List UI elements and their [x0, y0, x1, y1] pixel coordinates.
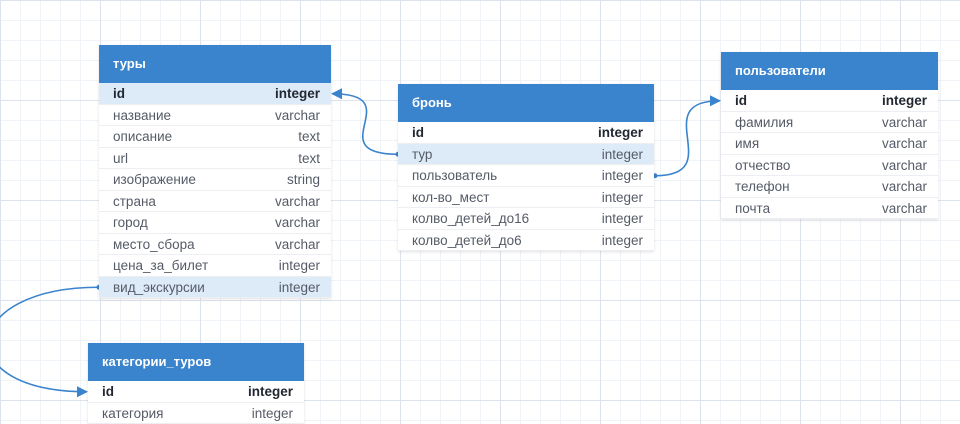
column-row[interactable]: цена_за_билет integer: [99, 255, 331, 277]
column-row[interactable]: id integer: [88, 381, 304, 403]
column-name: категория: [102, 403, 163, 424]
column-type: integer: [602, 165, 643, 186]
column-name: фамилия: [735, 112, 793, 133]
column-name: место_сбора: [113, 234, 195, 255]
column-row[interactable]: название varchar: [99, 105, 331, 127]
table-rows-tury: id integer название varchar описание text url t…: [99, 83, 331, 298]
table-tury[interactable]: туры id integer название varchar описание tex…: [99, 45, 331, 298]
column-row[interactable]: имя varchar: [721, 133, 938, 155]
column-type: integer: [602, 144, 643, 165]
column-type: varchar: [882, 112, 927, 133]
column-row[interactable]: страна varchar: [99, 191, 331, 213]
column-type: integer: [602, 208, 643, 229]
column-type: varchar: [882, 155, 927, 176]
column-name: id: [412, 122, 424, 143]
column-row[interactable]: id integer: [721, 90, 938, 112]
column-name: телефон: [735, 176, 790, 197]
column-type: varchar: [275, 234, 320, 255]
column-row[interactable]: город varchar: [99, 212, 331, 234]
column-type: integer: [598, 122, 643, 143]
column-row[interactable]: id integer: [398, 122, 654, 144]
table-header-polzovateli[interactable]: пользователи: [721, 52, 938, 90]
column-type: integer: [882, 90, 927, 111]
column-name: отчество: [735, 155, 790, 176]
column-row[interactable]: тур integer: [398, 144, 654, 166]
column-name: имя: [735, 133, 759, 154]
column-row[interactable]: url text: [99, 148, 331, 170]
column-type: varchar: [882, 198, 927, 219]
relation-line: [332, 94, 398, 155]
column-type: integer: [602, 230, 643, 251]
column-type: varchar: [275, 191, 320, 212]
column-type: varchar: [882, 133, 927, 154]
column-type: varchar: [275, 212, 320, 233]
column-type: string: [287, 169, 320, 190]
column-type: varchar: [882, 176, 927, 197]
column-name: id: [102, 381, 114, 402]
column-row[interactable]: почта varchar: [721, 198, 938, 220]
table-rows-kategorii: id integer категория integer: [88, 381, 304, 424]
column-type: varchar: [275, 105, 320, 126]
relation-line: [0, 287, 99, 392]
column-row[interactable]: категория integer: [88, 403, 304, 424]
column-row[interactable]: изображение string: [99, 169, 331, 191]
column-name: страна: [113, 191, 156, 212]
column-name: id: [113, 83, 125, 104]
column-name: id: [735, 90, 747, 111]
column-row[interactable]: id integer: [99, 83, 331, 105]
column-row[interactable]: отчество varchar: [721, 155, 938, 177]
column-row[interactable]: вид_экскурсии integer: [99, 277, 331, 299]
column-type: integer: [248, 381, 293, 402]
column-name: изображение: [113, 169, 196, 190]
column-row[interactable]: место_сбора varchar: [99, 234, 331, 256]
column-name: пользователь: [412, 165, 497, 186]
column-row[interactable]: телефон varchar: [721, 176, 938, 198]
column-row[interactable]: кол-во_мест integer: [398, 187, 654, 209]
column-name: колво_детей_до16: [412, 208, 529, 229]
column-name: цена_за_билет: [113, 255, 208, 276]
column-type: integer: [252, 403, 293, 424]
table-header-bron[interactable]: бронь: [398, 84, 654, 122]
column-type: integer: [275, 83, 320, 104]
table-header-kategorii[interactable]: категории_туров: [88, 343, 304, 381]
column-row[interactable]: описание text: [99, 126, 331, 148]
column-name: тур: [412, 144, 432, 165]
column-name: url: [113, 148, 128, 169]
column-name: описание: [113, 126, 172, 147]
table-kategorii[interactable]: категории_туров id integer категория intege…: [88, 343, 304, 424]
column-type: integer: [279, 277, 320, 298]
column-name: название: [113, 105, 171, 126]
column-name: город: [113, 212, 148, 233]
relation-line: [655, 101, 720, 176]
column-type: text: [298, 126, 320, 147]
column-row[interactable]: колво_детей_до6 integer: [398, 230, 654, 252]
table-polzovateli[interactable]: пользователи id integer фамилия varchar имя v…: [721, 52, 938, 219]
column-row[interactable]: колво_детей_до16 integer: [398, 208, 654, 230]
column-row[interactable]: фамилия varchar: [721, 112, 938, 134]
column-name: кол-во_мест: [412, 187, 489, 208]
column-name: вид_экскурсии: [113, 277, 205, 298]
column-type: text: [298, 148, 320, 169]
table-header-tury[interactable]: туры: [99, 45, 331, 83]
column-name: колво_детей_до6: [412, 230, 522, 251]
column-type: integer: [279, 255, 320, 276]
table-bron[interactable]: бронь id integer тур integer пользователь int…: [398, 84, 654, 251]
column-name: почта: [735, 198, 770, 219]
column-type: integer: [602, 187, 643, 208]
column-row[interactable]: пользователь integer: [398, 165, 654, 187]
